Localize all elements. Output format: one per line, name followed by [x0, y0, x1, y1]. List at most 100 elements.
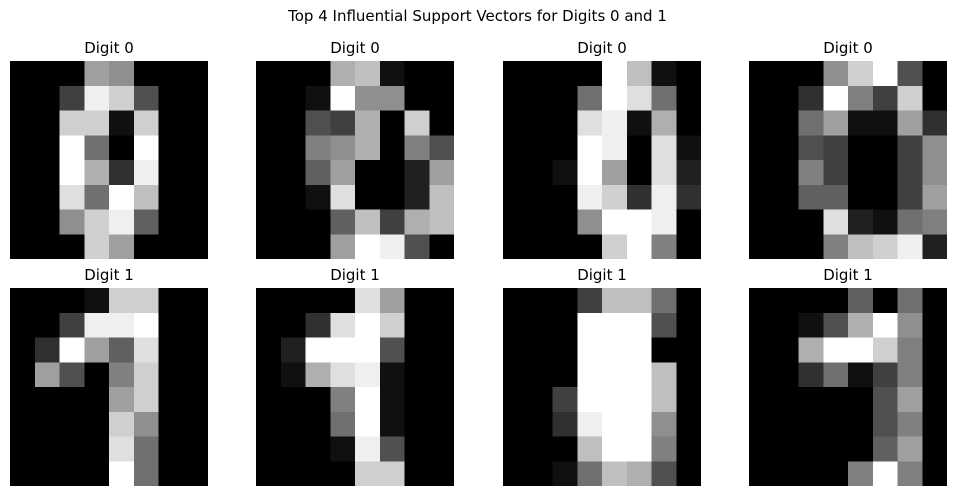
- pixel-cell: [922, 362, 947, 388]
- pixel-cell: [773, 436, 800, 462]
- pixel-cell: [305, 411, 331, 438]
- pixel-cell: [280, 461, 307, 486]
- pixel-cell: [34, 160, 61, 186]
- pixel-cell: [749, 110, 775, 136]
- pixel-cell: [158, 387, 184, 413]
- pixel-cell: [305, 337, 331, 363]
- pixel-cell: [280, 61, 307, 87]
- pixel-cell: [823, 110, 849, 136]
- pixel-cell: [651, 234, 677, 259]
- pixel-cell: [527, 362, 554, 388]
- pixel-cell: [527, 110, 554, 136]
- pixel-cell: [183, 312, 208, 339]
- pixel-cell: [330, 312, 356, 339]
- pixel-cell: [823, 312, 849, 339]
- pixel-cell: [429, 312, 454, 339]
- pixel-cell: [404, 160, 430, 186]
- pixel-cell: [527, 411, 554, 438]
- pixel-cell: [379, 411, 406, 438]
- pixel-cell: [651, 362, 677, 388]
- pixel-cell: [109, 436, 135, 462]
- pixel-cell: [872, 337, 899, 363]
- pixel-cell: [429, 110, 454, 136]
- digit-image: [503, 288, 701, 486]
- pixel-cell: [429, 209, 454, 235]
- pixel-cell: [109, 337, 135, 363]
- pixel-cell: [602, 160, 628, 186]
- pixel-cell: [676, 85, 701, 112]
- pixel-cell: [280, 337, 307, 363]
- pixel-cell: [527, 312, 554, 339]
- pixel-cell: [10, 337, 36, 363]
- pixel-cell: [59, 288, 85, 314]
- pixel-cell: [773, 337, 800, 363]
- pixel-cell: [651, 135, 677, 161]
- pixel-cell: [305, 461, 331, 486]
- pixel-cell: [133, 160, 160, 186]
- pixel-cell: [503, 184, 529, 211]
- pixel-cell: [552, 234, 578, 259]
- pixel-cell: [922, 110, 947, 136]
- pixel-cell: [577, 411, 603, 438]
- pixel-cell: [527, 288, 554, 314]
- pixel-cell: [626, 234, 653, 259]
- pixel-cell: [798, 461, 824, 486]
- pixel-cell: [527, 234, 554, 259]
- pixel-cell: [133, 110, 160, 136]
- pixel-cell: [34, 461, 61, 486]
- pixel-cell: [133, 85, 160, 112]
- pixel-cell: [602, 387, 628, 413]
- pixel-cell: [429, 61, 454, 87]
- pixel-cell: [577, 160, 603, 186]
- pixel-cell: [379, 85, 406, 112]
- pixel-cell: [355, 337, 381, 363]
- pixel-cell: [823, 387, 849, 413]
- digit-image: [256, 61, 454, 259]
- pixel-cell: [651, 461, 677, 486]
- pixel-cell: [897, 160, 923, 186]
- pixel-cell: [749, 387, 775, 413]
- pixel-cell: [59, 85, 85, 112]
- pixel-cell: [626, 288, 653, 314]
- pixel-cell: [158, 209, 184, 235]
- pixel-cell: [404, 411, 430, 438]
- pixel-cell: [256, 288, 282, 314]
- pixel-cell: [109, 61, 135, 87]
- pixel-cell: [823, 337, 849, 363]
- pixel-cell: [158, 288, 184, 314]
- pixel-cell: [922, 387, 947, 413]
- pixel-cell: [34, 387, 61, 413]
- pixel-cell: [602, 110, 628, 136]
- pixel-cell: [922, 184, 947, 211]
- pixel-cell: [280, 436, 307, 462]
- pixel-cell: [84, 85, 110, 112]
- pixel-cell: [823, 436, 849, 462]
- pixel-cell: [355, 160, 381, 186]
- pixel-cell: [379, 110, 406, 136]
- pixel-cell: [602, 184, 628, 211]
- pixel-cell: [503, 110, 529, 136]
- pixel-cell: [84, 337, 110, 363]
- pixel-cell: [10, 312, 36, 339]
- pixel-cell: [773, 362, 800, 388]
- pixel-cell: [872, 160, 899, 186]
- pixel-cell: [848, 234, 874, 259]
- pixel-cell: [305, 362, 331, 388]
- pixel-cell: [626, 436, 653, 462]
- pixel-cell: [922, 411, 947, 438]
- pixel-cell: [552, 312, 578, 339]
- pixel-cell: [404, 209, 430, 235]
- pixel-cell: [256, 312, 282, 339]
- pixel-cell: [651, 387, 677, 413]
- pixel-cell: [183, 387, 208, 413]
- pixel-cell: [773, 312, 800, 339]
- pixel-cell: [503, 362, 529, 388]
- pixel-cell: [922, 312, 947, 339]
- pixel-cell: [256, 461, 282, 486]
- pixel-cell: [183, 288, 208, 314]
- pixel-cell: [305, 209, 331, 235]
- pixel-cell: [626, 110, 653, 136]
- pixel-cell: [379, 234, 406, 259]
- pixel-cell: [133, 61, 160, 87]
- pixel-cell: [552, 461, 578, 486]
